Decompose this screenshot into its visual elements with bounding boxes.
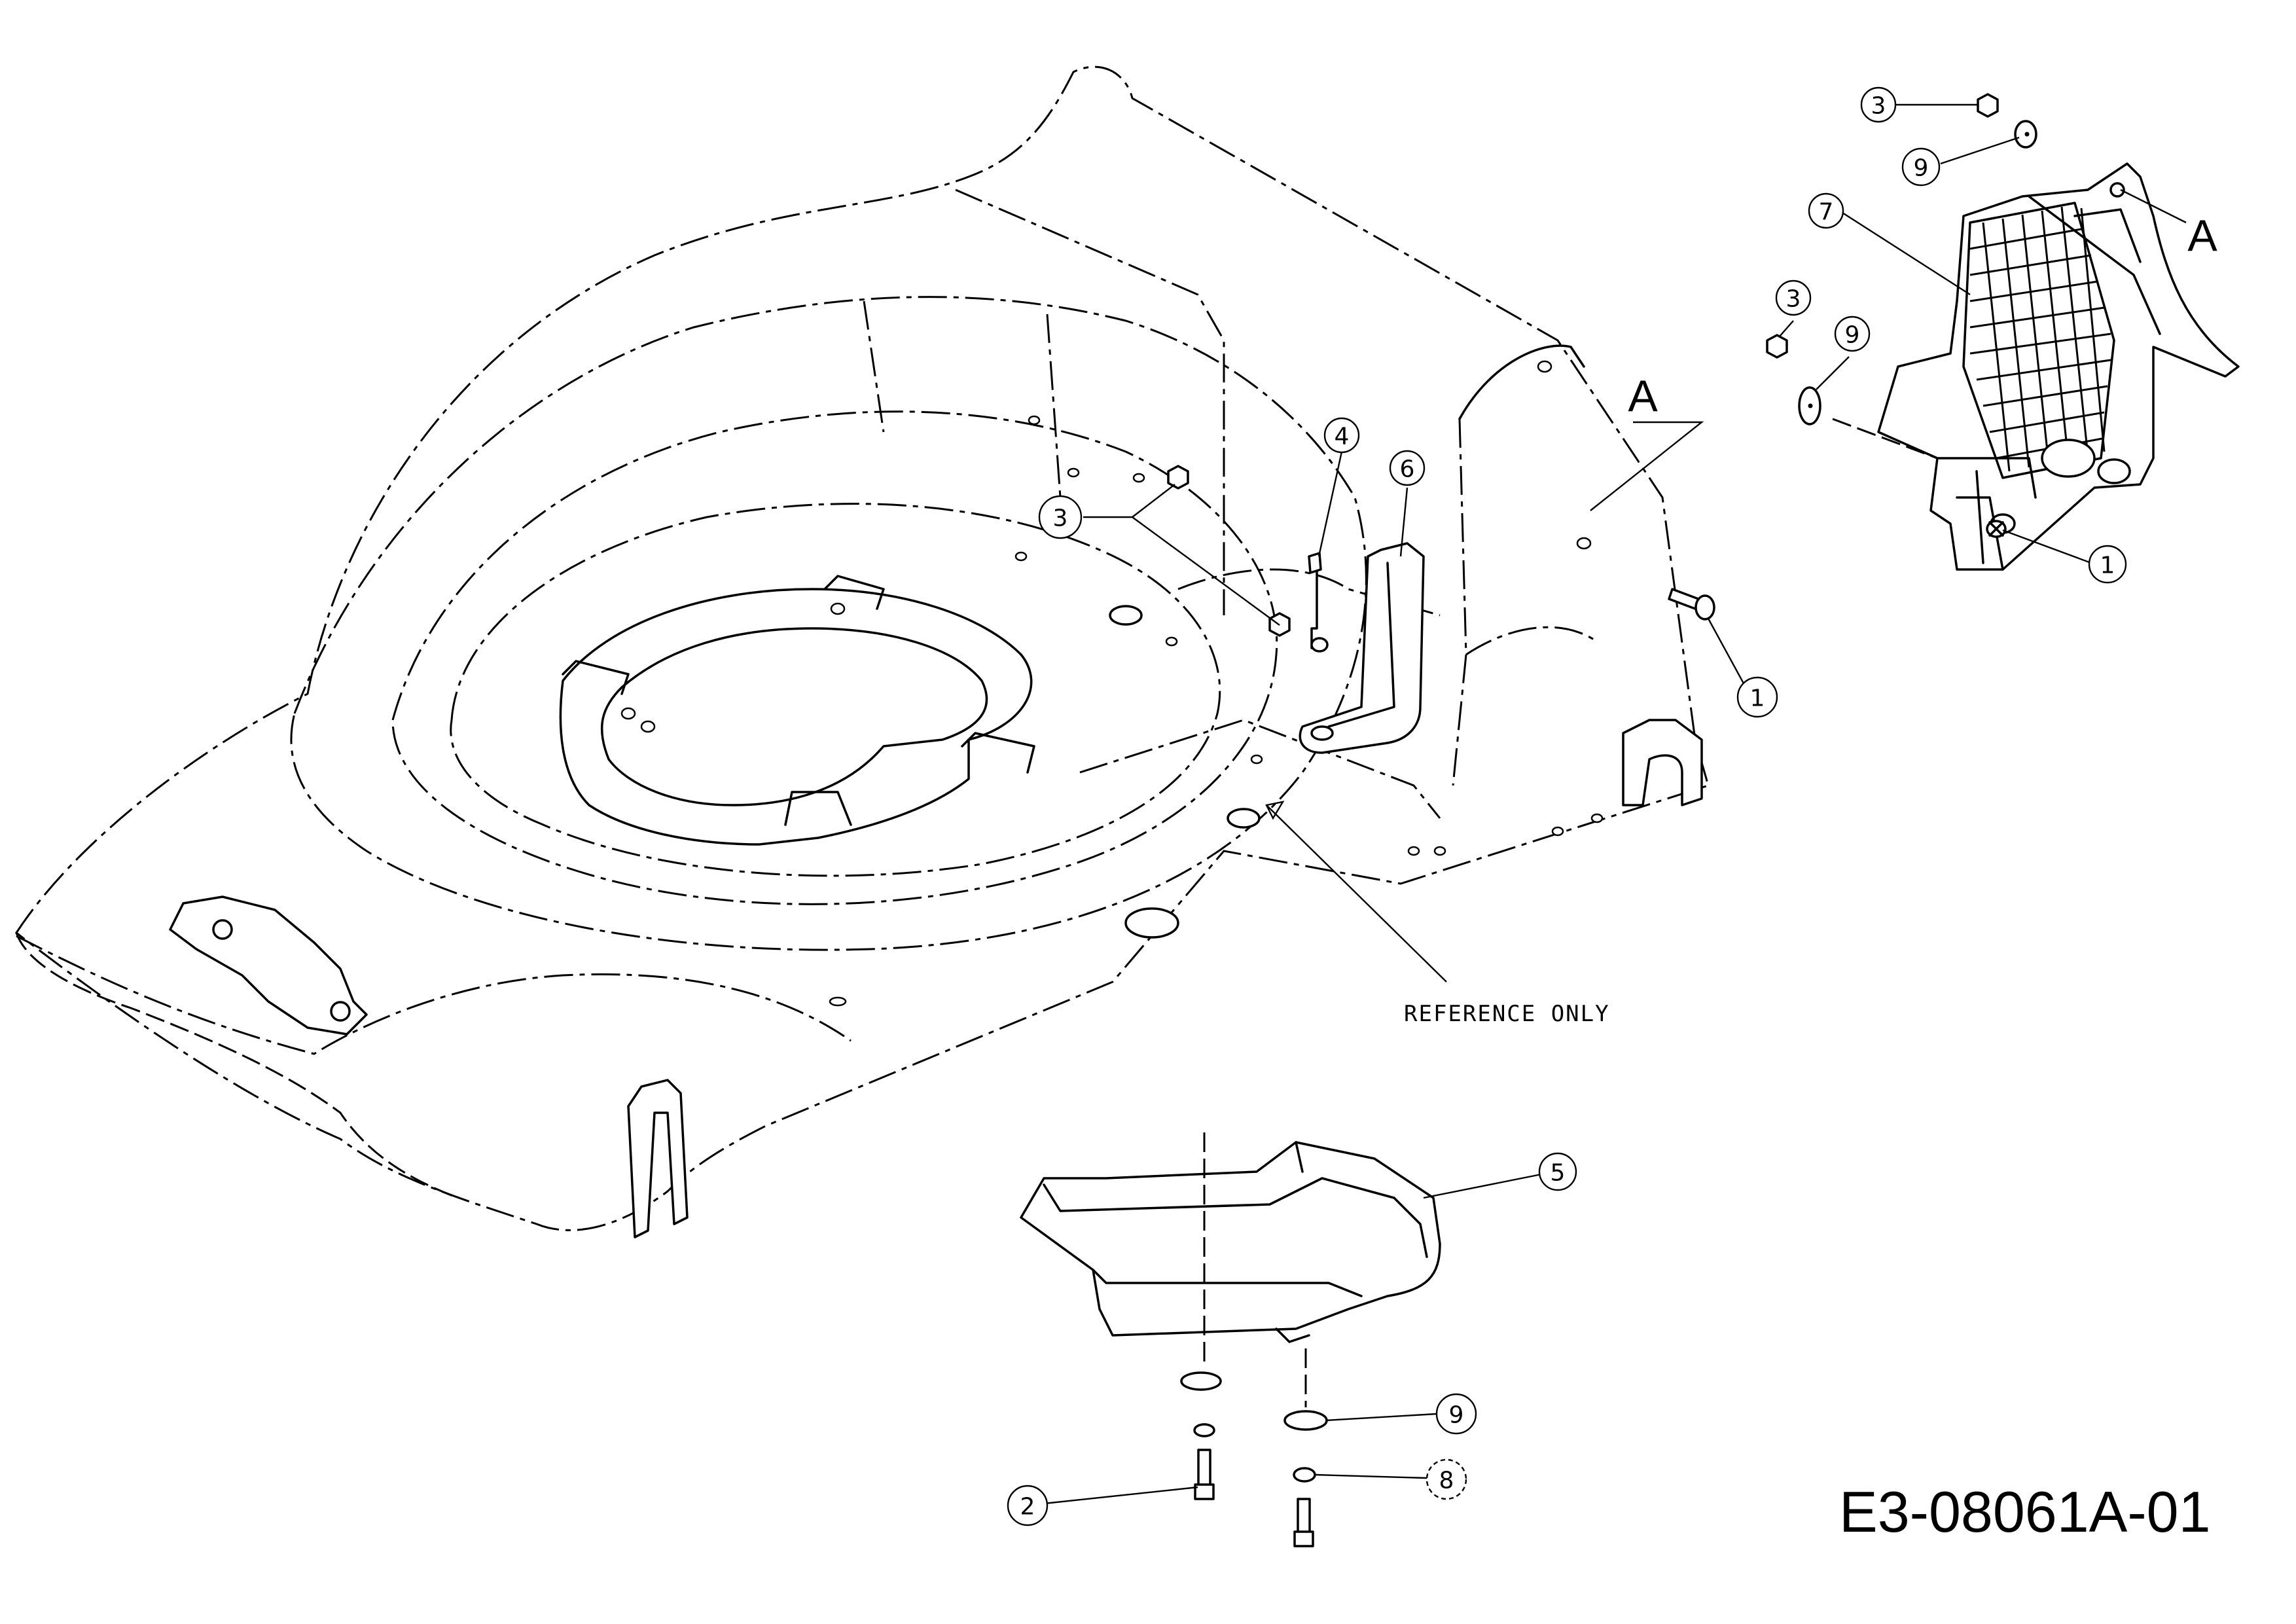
part-9-washer-right [1283, 1410, 1328, 1431]
callout-number: 8 [1439, 1468, 1454, 1494]
callout-number: 9 [1914, 155, 1929, 182]
callout-number: 1 [1750, 685, 1765, 712]
part-1-bolt-side [1668, 588, 1715, 621]
part-3-nut-flap-top [1977, 93, 1999, 118]
part-3-nut-flap-side [1766, 334, 1788, 359]
callout-1-side: 1 [1736, 676, 1778, 718]
callout-9-flap-side: 9 [1834, 316, 1871, 352]
part-2-bolt [1194, 1449, 1215, 1500]
callout-number: 5 [1551, 1160, 1566, 1187]
leader-lines [1043, 103, 2187, 1505]
view-label-a-detail: A [2187, 211, 2217, 261]
part-6-mulch-insert [1299, 542, 1425, 754]
callout-6: 6 [1389, 450, 1426, 486]
callout-1-flap: 1 [2088, 545, 2127, 584]
callout-number: 6 [1400, 456, 1415, 483]
view-label-a-deck: A [1628, 371, 1658, 421]
mower-deck-reference [14, 65, 1710, 1238]
callout-number: 9 [1449, 1402, 1464, 1429]
callout-number: 9 [1845, 322, 1860, 349]
callout-4: 4 [1323, 417, 1360, 454]
callout-9-lower: 9 [1435, 1393, 1477, 1435]
callout-number: 3 [1786, 286, 1801, 313]
callout-5: 5 [1538, 1152, 1577, 1191]
part-2-bolt-right [1293, 1498, 1314, 1547]
callout-number: 7 [1819, 199, 1834, 226]
part-7-rear-flap [1877, 162, 2240, 571]
callout-number: 3 [1053, 505, 1068, 532]
part-8-lockwasher [1293, 1467, 1316, 1483]
part-4-retainer-pin [1308, 552, 1329, 653]
part-2-lockwasher [1193, 1423, 1215, 1437]
callout-2: 2 [1007, 1485, 1049, 1526]
callout-8: 8 [1426, 1458, 1467, 1500]
drawing-number: E3-08061A-01 [1839, 1479, 2211, 1544]
callout-number: 3 [1871, 93, 1886, 120]
callout-number: 2 [1020, 1494, 1035, 1521]
part-1-screw-flap [1986, 520, 2007, 538]
callout-9-flap-top: 9 [1901, 147, 1941, 187]
callout-number: 1 [2100, 552, 2115, 579]
callout-3-flap-top: 3 [1860, 86, 1897, 123]
part-9-washer-flap-side [1798, 386, 1821, 425]
reference-note: REFERENCE ONLY [1404, 1001, 1610, 1027]
callout-3-deck: 3 [1038, 495, 1083, 539]
part-9-washer-flap-top [2014, 120, 2037, 149]
callout-7: 7 [1808, 192, 1844, 229]
callout-number: 4 [1335, 424, 1350, 450]
flap-grid-pattern [1969, 206, 2111, 472]
part-3-nut-deck-upper [1167, 465, 1189, 490]
part-5-discharge-cover [1020, 1141, 1441, 1343]
callout-3-flap-side: 3 [1775, 280, 1812, 316]
part-9-washer-left [1180, 1371, 1222, 1391]
